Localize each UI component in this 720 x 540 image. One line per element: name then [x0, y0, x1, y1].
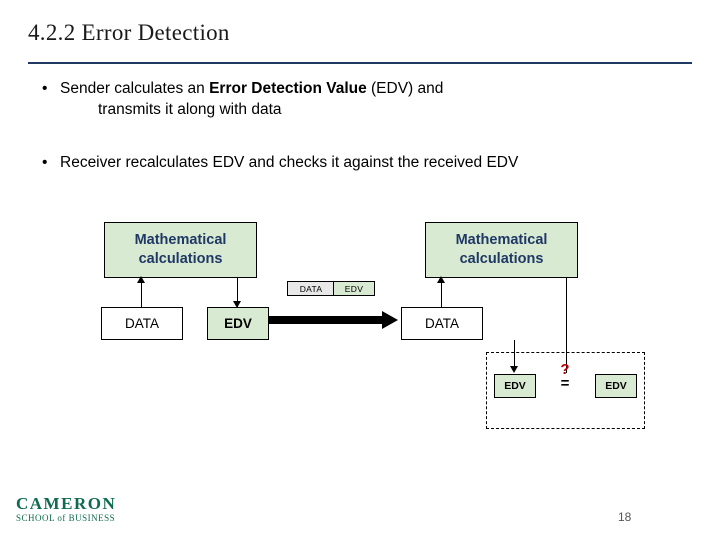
connector-data-to-math-receiver	[441, 281, 442, 308]
math-calculations-box-sender: Mathematical calculations	[104, 222, 257, 278]
transmission-arrow-head	[382, 311, 398, 329]
page-number: 18	[618, 510, 632, 524]
data-box-receiver: DATA	[401, 307, 483, 340]
page-title: 4.2.2 Error Detection	[28, 20, 230, 45]
math-left-line1: Mathematical	[134, 232, 227, 248]
packet-data-label: DATA	[287, 281, 335, 296]
bullet-1-line2: transmits it along with data	[98, 101, 282, 118]
connector-arrowhead-up-receiver	[437, 276, 445, 283]
math-calculations-box-receiver: Mathematical calculations	[425, 222, 578, 278]
bullet-item-1: • Sender calculates an Error Detection V…	[42, 78, 642, 120]
transmission-arrow-shaft	[268, 316, 382, 324]
compare-edv-calculated: EDV	[595, 374, 637, 398]
cameron-school-of-business-logo: CAMERON SCHOOL of BUSINESS	[16, 495, 126, 531]
bullet-1-part1: Sender calculates an	[60, 80, 210, 97]
bullet-marker: •	[42, 80, 48, 97]
connector-packet-to-compare	[514, 340, 515, 368]
compare-edv-received: EDV	[494, 374, 536, 398]
connector-arrowhead-down-sender	[233, 301, 241, 308]
connector-arrowhead-up-sender	[137, 276, 145, 283]
compare-symbol: ? =	[548, 362, 582, 391]
connector-data-to-math-sender	[141, 281, 142, 308]
bullet-1-part2: (EDV) and	[366, 80, 444, 97]
bullet-text-2: Receiver recalculates EDV and checks it …	[60, 154, 519, 171]
bullet-marker: •	[42, 154, 48, 171]
title-divider	[28, 62, 692, 64]
edv-box-sender: EDV	[207, 307, 269, 340]
math-right-line1: Mathematical	[455, 232, 548, 248]
comparison-dashed-box	[486, 352, 645, 429]
data-box-sender: DATA	[101, 307, 183, 340]
logo-main-text: CAMERON	[16, 494, 117, 513]
bullet-item-2: • Receiver recalculates EDV and checks i…	[42, 152, 682, 173]
math-left-line2: calculations	[138, 251, 223, 267]
connector-arrowhead-down-compare	[510, 366, 518, 373]
logo-sub-text: SCHOOL of BUSINESS	[16, 513, 116, 523]
compare-equals-sign: =	[560, 375, 570, 392]
compare-question-mark: ?	[560, 361, 570, 378]
bullet-1-bold: Error Detection Value	[209, 80, 367, 97]
packet-edv-label: EDV	[333, 281, 375, 296]
connector-math-to-edv-sender	[237, 277, 238, 308]
bullet-text-1: Sender calculates an Error Detection Val…	[60, 78, 642, 120]
math-right-line2: calculations	[459, 251, 544, 267]
connector-math-to-compare-receiver	[566, 277, 567, 373]
